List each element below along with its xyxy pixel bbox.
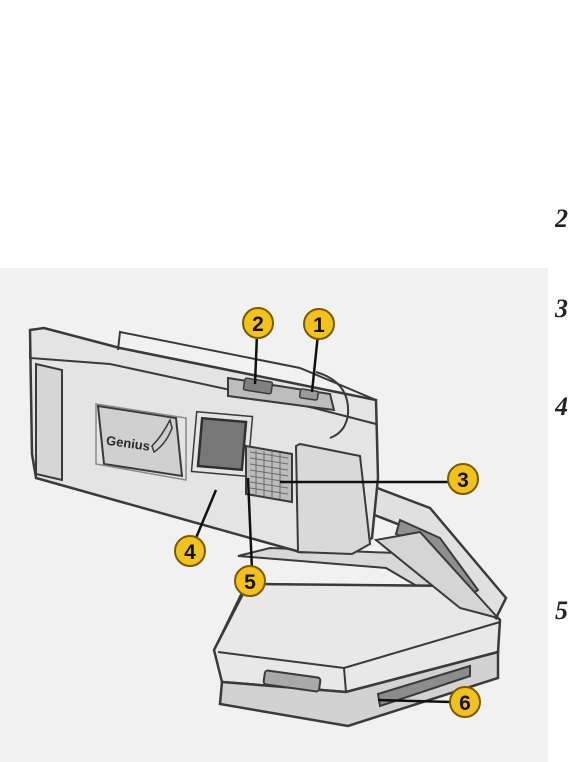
- led-indicator-part: [298, 388, 319, 401]
- callout-leader-lines: [194, 333, 453, 704]
- microphone-grille: [245, 444, 293, 504]
- callout-badge-1: 1: [303, 308, 335, 340]
- leader-line-6: [377, 698, 453, 704]
- brand-logo-text: Genius: [105, 433, 151, 454]
- snapshot-button-part: [242, 377, 274, 395]
- edge-list-number-4: 4: [555, 394, 568, 420]
- callout-badge-6: 6: [449, 686, 481, 718]
- callout-label-6: 6: [459, 692, 471, 715]
- edge-list-number-2: 2: [555, 206, 568, 232]
- brand-logo-swoosh: [151, 417, 173, 454]
- callout-label-4: 4: [184, 541, 196, 564]
- callout-label-1: 1: [313, 314, 325, 337]
- callout-badge-3: 3: [447, 463, 479, 495]
- camera-lens: [196, 416, 248, 472]
- brand-logo-panel: [96, 404, 184, 478]
- leader-line-4: [194, 489, 218, 539]
- webcam-body: Genius: [28, 326, 380, 556]
- leader-line-2: [253, 333, 259, 385]
- callout-label-2: 2: [252, 313, 264, 336]
- leader-line-1: [310, 333, 320, 393]
- webcam-stand: [212, 546, 502, 728]
- leader-line-5: [246, 477, 254, 571]
- webcam-diagram: Genius 2: [0, 268, 548, 762]
- edge-list-number-3: 3: [555, 296, 568, 322]
- edge-list-number-5: 5: [555, 598, 568, 624]
- callout-label-3: 3: [457, 469, 469, 492]
- webcam-illustration: Genius 2: [28, 307, 508, 728]
- callout-badge-4: 4: [174, 535, 206, 567]
- webcam-hinge-arm: [370, 484, 508, 621]
- callout-badges: 2 1 3 4 5 6: [174, 307, 481, 718]
- callout-label-5: 5: [244, 571, 256, 594]
- callout-badge-2: 2: [242, 307, 274, 339]
- callout-badge-5: 5: [234, 565, 266, 597]
